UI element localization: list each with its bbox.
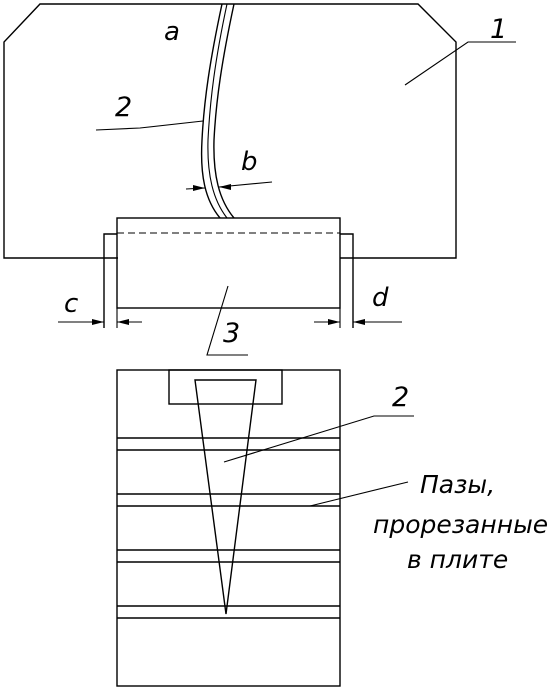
slot-wall-left — [103, 233, 117, 328]
leader-part-2-top — [95, 120, 204, 131]
label-part-1: 1 — [490, 14, 507, 45]
label-part-2-bottom: 2 — [392, 382, 409, 413]
dimension-d — [314, 319, 402, 325]
label-part-3: 3 — [223, 318, 240, 349]
plate-outline — [116, 369, 341, 687]
note-slots-line-2: прорезанные — [373, 510, 548, 539]
insert-2-strand-left — [200, 3, 223, 219]
lower-assembly: 2 Пазы, прорезанные в плите — [116, 369, 548, 687]
upper-assembly: a 1 2 b c d 3 — [3, 3, 516, 356]
leader-slots — [309, 481, 409, 507]
block-1-outline — [3, 3, 457, 259]
leader-part-3 — [206, 285, 248, 356]
label-part-2-top: 2 — [115, 92, 132, 123]
insert-2-strand-right — [213, 3, 235, 219]
note-slots-line-3: в плите — [407, 545, 508, 574]
leader-part-2-bottom — [223, 415, 414, 463]
wedge-head — [168, 369, 283, 405]
label-b: b — [241, 147, 258, 177]
insert-2-strand-middle — [207, 3, 228, 219]
dimension-c — [58, 319, 142, 325]
wedge-2 — [194, 379, 257, 615]
slot-wall-right — [340, 233, 354, 328]
label-a: a — [164, 17, 180, 47]
leader-part-1 — [404, 41, 516, 86]
label-c: c — [64, 289, 78, 319]
note-slots-line-1: Пазы, — [420, 470, 495, 499]
part-3-body — [116, 217, 341, 309]
label-d: d — [372, 283, 389, 313]
dimension-b — [185, 181, 273, 191]
